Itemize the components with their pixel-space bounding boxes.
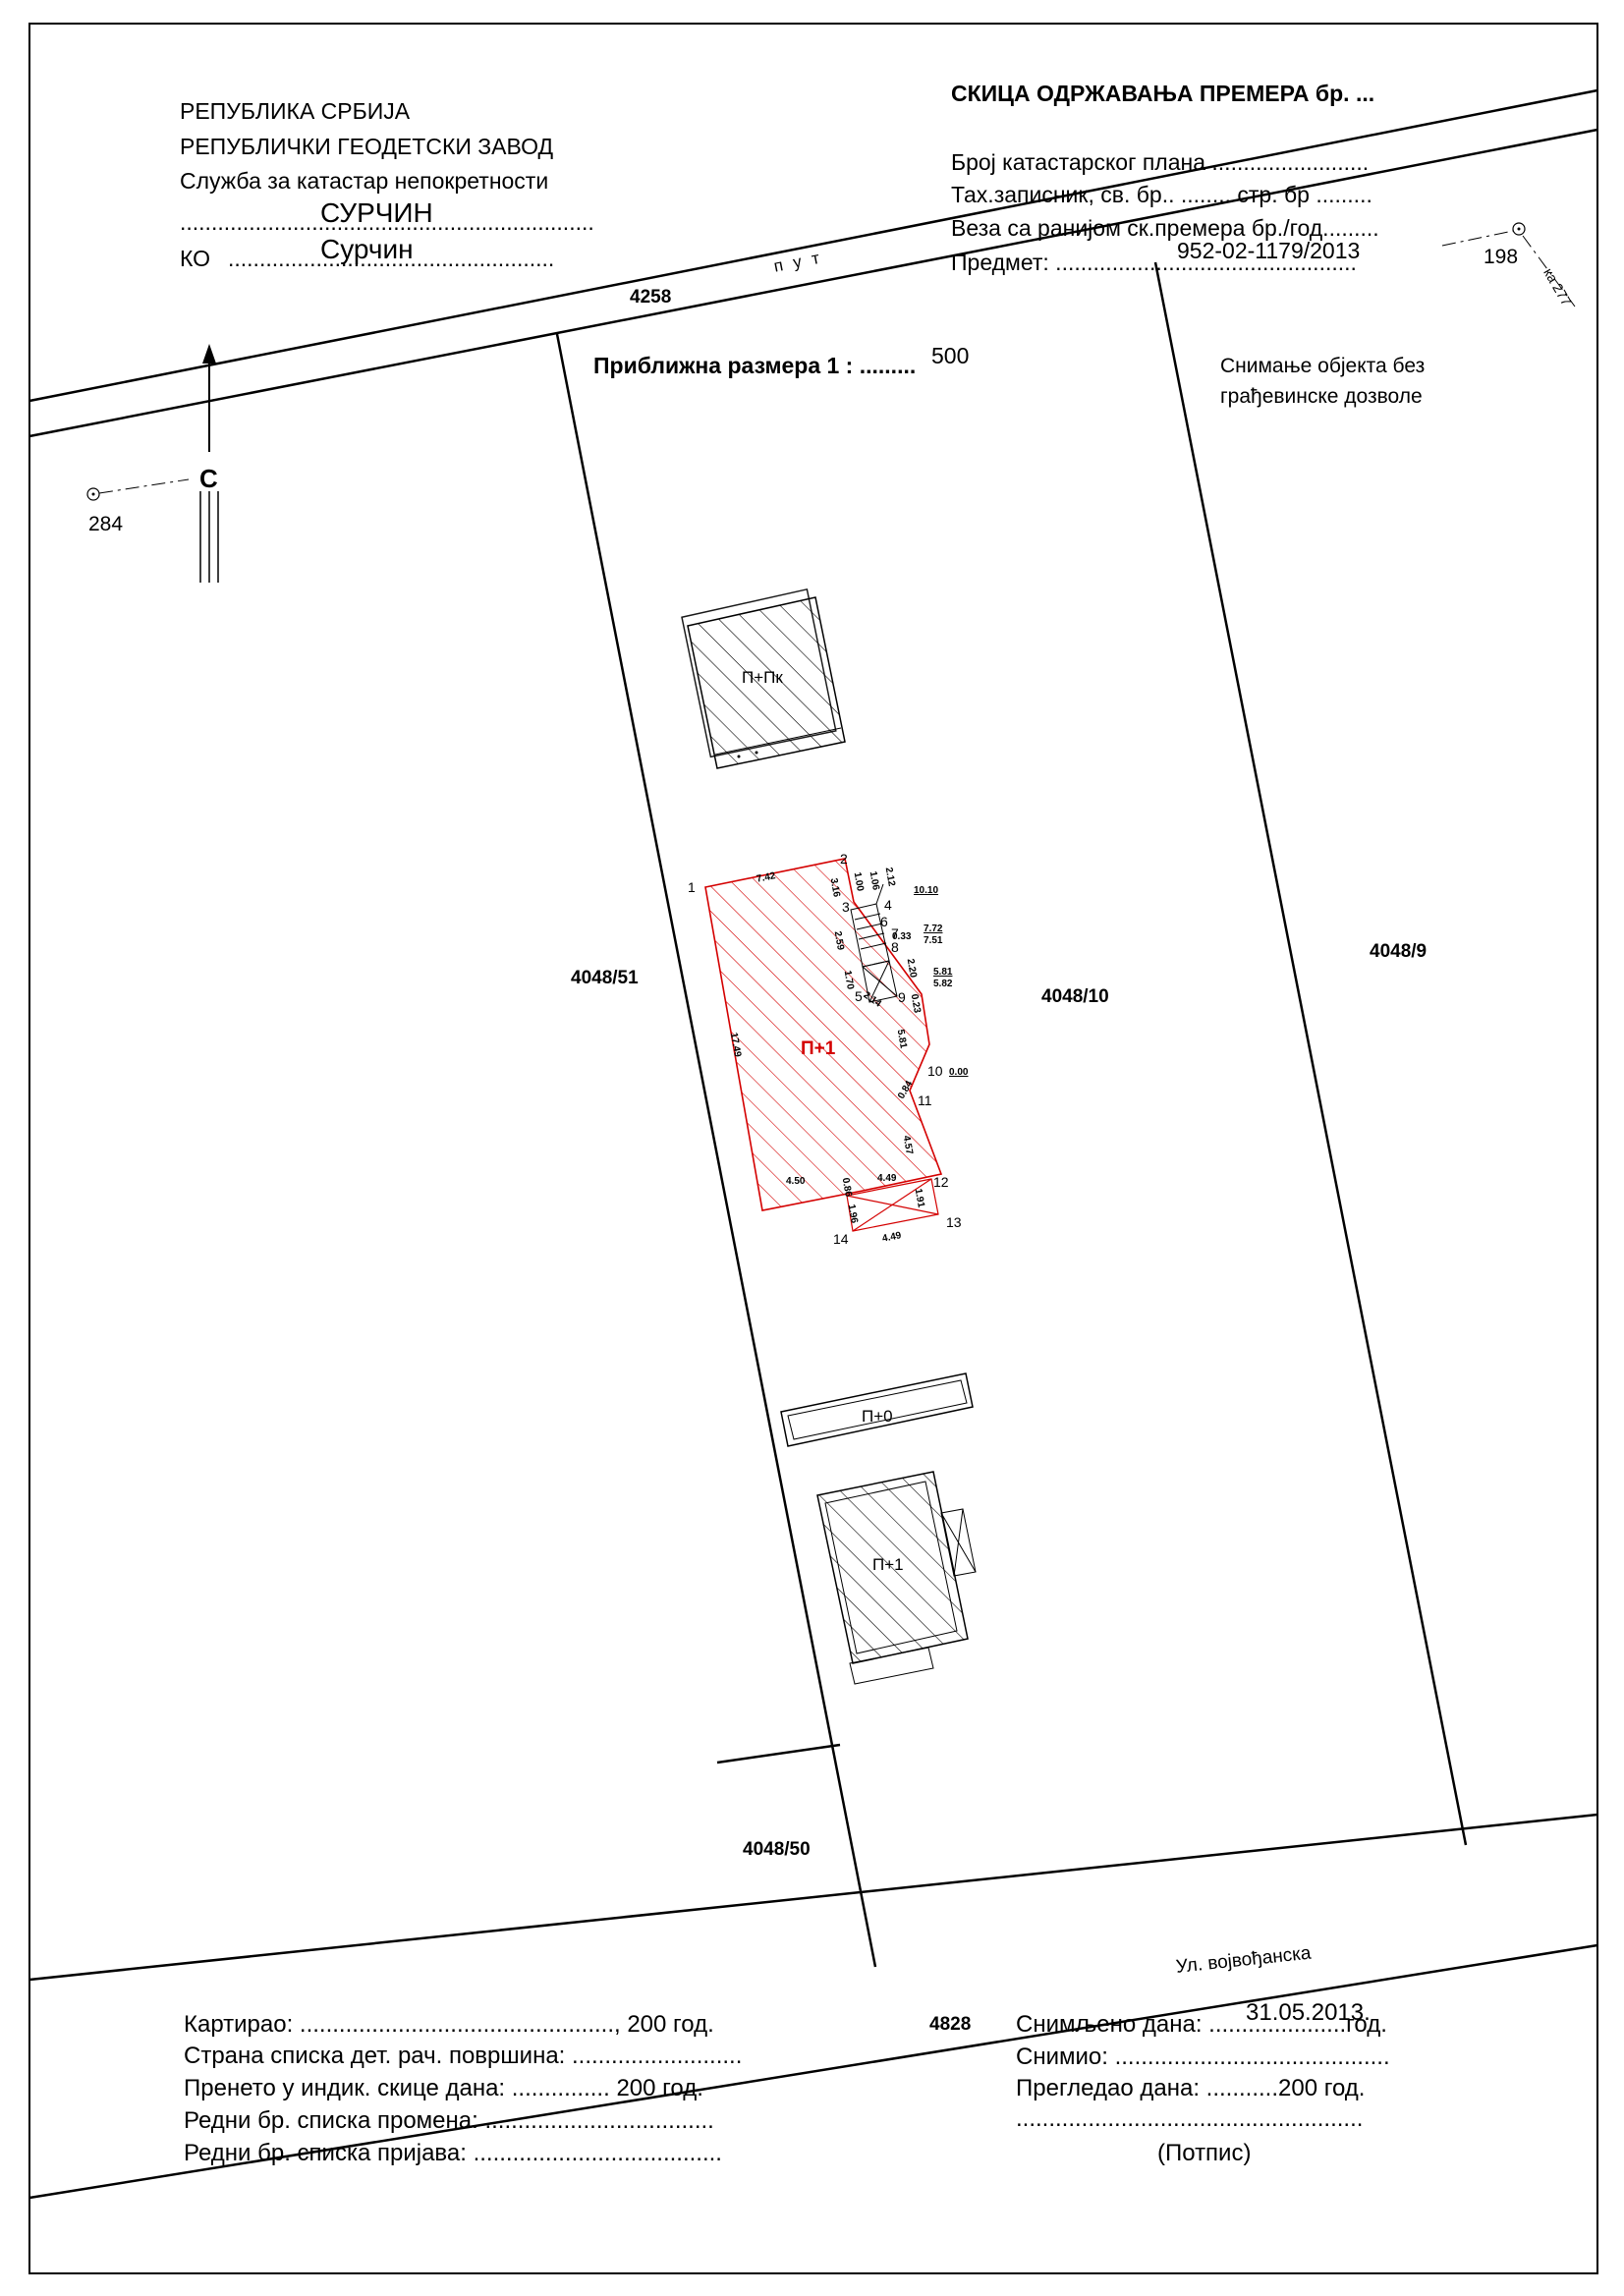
parcel-road-top-number: 4258 — [630, 287, 672, 308]
footer-mapped-by: Картирао: ..............................… — [184, 2011, 714, 2038]
parcel-street-number: 4828 — [929, 2014, 972, 2035]
point-number: 8 — [891, 939, 899, 955]
parcel-left: 4048/51 — [571, 968, 639, 988]
point-number: 14 — [833, 1231, 849, 1247]
building-south-label: П+1 — [872, 1555, 904, 1574]
point-number: 2 — [840, 851, 848, 867]
point-number: 9 — [898, 989, 906, 1005]
subject-field: Предмет: ...............................… — [951, 250, 1357, 275]
building-south — [816, 1471, 977, 1685]
prior-sketch-field: Веза са ранијом ск.премера бр./год......… — [951, 215, 1379, 241]
dimension-label: 5.82 — [933, 979, 953, 989]
point-number: 4 — [884, 897, 892, 913]
dimension-label: 10.10 — [914, 885, 939, 896]
building-auxiliary — [780, 1372, 974, 1447]
footer-signature-label: (Потпис) — [1157, 2140, 1252, 2166]
footer-surveyed-date-value: 31.05.2013. — [1246, 1999, 1371, 2026]
point-left-number: 284 — [88, 513, 124, 535]
point-number: 1 — [688, 879, 696, 895]
header-ko-dots: ........................................… — [228, 246, 555, 271]
parcel-right: 4048/9 — [1370, 941, 1428, 962]
note-line2: грађевинске дозволе — [1220, 385, 1423, 408]
dimension-label: 7.51 — [924, 935, 943, 946]
note-line1: Снимање објекта без — [1220, 355, 1426, 377]
point-number: 13 — [946, 1214, 962, 1230]
building-north-label: П+Пк — [742, 668, 783, 687]
point-number: 11 — [918, 1092, 932, 1108]
scale-label: Приближна размера 1 : ......... — [593, 353, 917, 378]
sketch-title: СКИЦА ОДРЖАВАЊА ПРЕМЕРА бр. ... — [951, 81, 1375, 106]
header-office-dots: ........................................… — [180, 209, 594, 235]
dimension-label: 0.33 — [892, 931, 912, 942]
road-top-line-lower — [28, 128, 1598, 438]
survey-point-right-icon — [1441, 222, 1576, 308]
building-north — [681, 588, 846, 769]
header-office-value: СУРЧИН — [320, 197, 433, 228]
footer-changes-list: Редни бр. списка промена: ..............… — [184, 2107, 714, 2134]
north-label: С — [199, 464, 218, 493]
point-right-number: 198 — [1484, 246, 1519, 268]
building-auxiliary-label: П+0 — [862, 1407, 893, 1426]
point-number: 12 — [933, 1174, 949, 1190]
dimension-label: 0.00 — [949, 1067, 969, 1078]
parcel-boundary-left — [555, 333, 877, 1968]
header-ko-label: КО — [180, 246, 211, 271]
footer-signature-line: ........................................… — [1016, 2105, 1364, 2132]
header-ko-value: Сурчин — [320, 234, 414, 264]
building-main-label: П+1 — [801, 1038, 836, 1059]
cadastral-plan-field: Број катастарског плана ................… — [951, 149, 1370, 175]
subject-value: 952-02-1179/2013 — [1177, 238, 1361, 263]
parcel-boundary-lower — [716, 1743, 841, 1764]
dimension-label: 5.81 — [933, 967, 953, 978]
notebook-field: Тах.записник, св. бр.. ........ стр. бр … — [951, 182, 1372, 207]
survey-point-left-icon — [86, 478, 190, 501]
scale-value: 500 — [931, 343, 970, 368]
footer-surveyed-by: Снимио: ................................… — [1016, 2044, 1390, 2070]
building-main — [704, 858, 943, 1232]
parcel-center: 4048/10 — [1041, 986, 1109, 1007]
parcel-bottom-left: 4048/50 — [743, 1839, 811, 1860]
street-line-lower — [28, 1943, 1598, 2200]
header-service: Служба за катастар непокретности — [180, 168, 549, 194]
dimension-label: 7.72 — [924, 924, 943, 934]
point-number: 7 — [891, 925, 899, 941]
footer-reviewed-date: Прегледао дана: ...........200 год. — [1016, 2075, 1366, 2101]
header-republic: РЕПУБЛИКА СРБИЈА — [180, 98, 411, 124]
point-number: 3 — [842, 899, 850, 915]
dimension-label: 4.49 — [877, 1173, 897, 1184]
parcel-boundary-right — [1153, 261, 1468, 1846]
point-number: 5 — [855, 988, 863, 1004]
dimension-label: 4.50 — [786, 1176, 806, 1187]
footer-reports-list: Редни бр. списка пријава: ..............… — [184, 2140, 722, 2166]
footer-transferred: Пренето у индик. скице дана: ...........… — [184, 2075, 703, 2101]
sheet-frame — [28, 23, 1598, 2274]
point-number: 10 — [927, 1063, 943, 1079]
street-line-upper — [28, 1813, 1598, 1982]
point-number: 6 — [880, 914, 888, 929]
footer-surveyed-date: Снимљено дана: .....................год. — [1016, 2011, 1387, 2038]
north-arrow-icon — [199, 344, 219, 583]
header-institute: РЕПУБЛИЧКИ ГЕОДЕТСКИ ЗАВОД — [180, 134, 554, 159]
road-top-line-upper — [28, 88, 1598, 403]
footer-area-page: Страна списка дет. рач. површина: ......… — [184, 2043, 743, 2069]
